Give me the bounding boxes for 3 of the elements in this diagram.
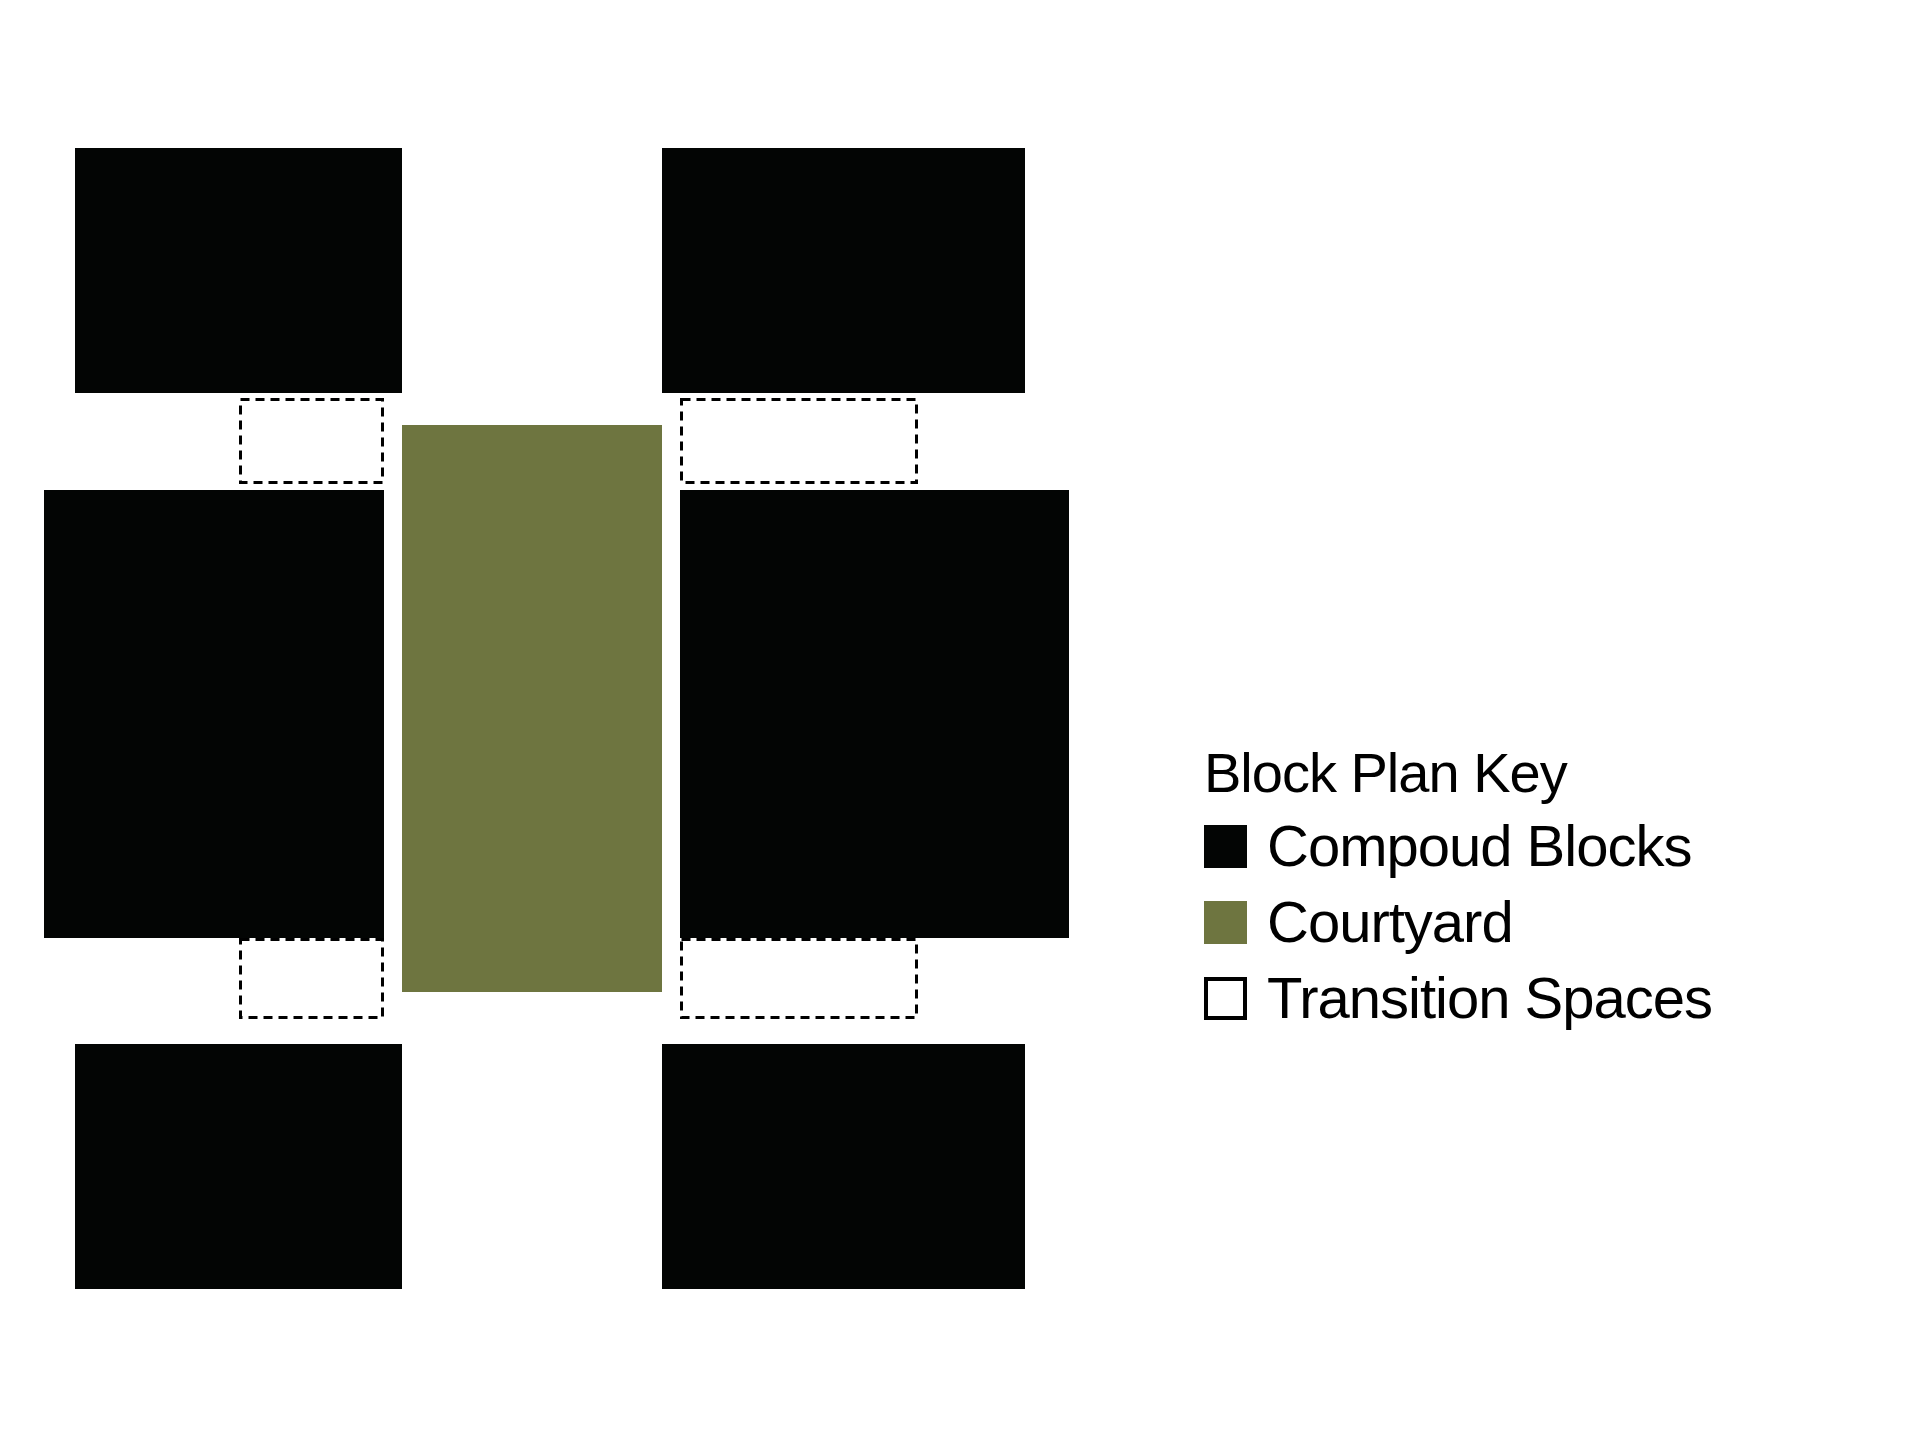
legend-label: Compoud Blocks — [1267, 815, 1692, 877]
legend-label: Courtyard — [1267, 891, 1513, 953]
legend-label: Transition Spaces — [1267, 967, 1713, 1029]
